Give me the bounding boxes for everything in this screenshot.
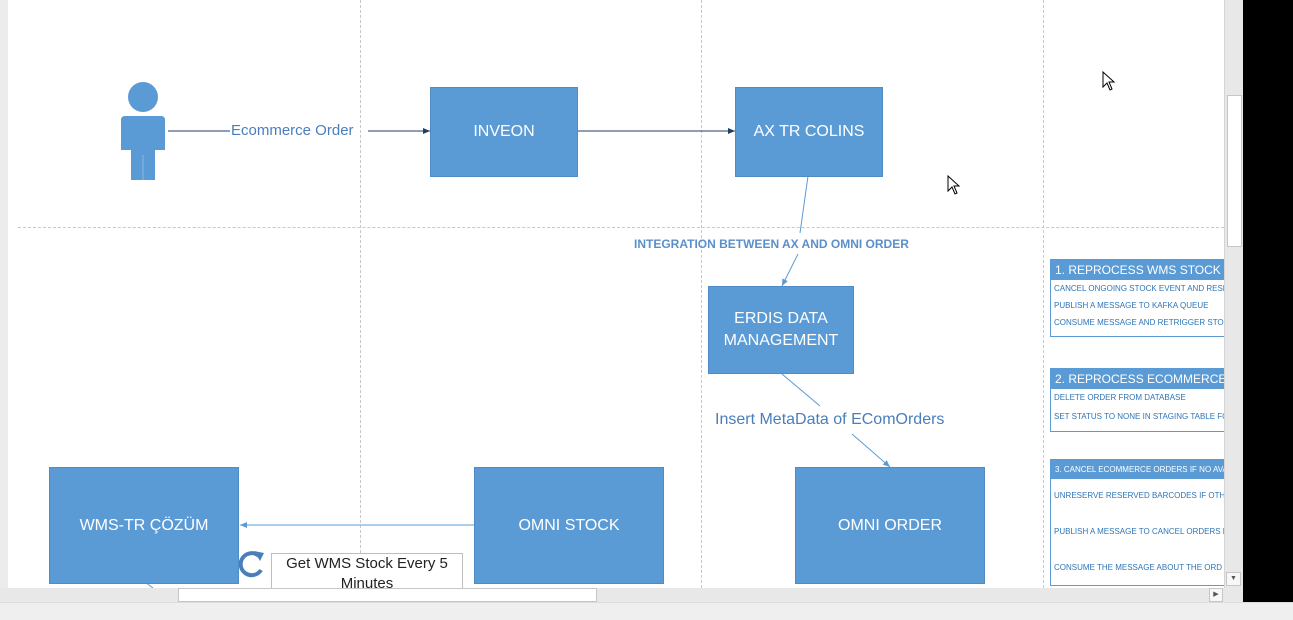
timer-note-line1: Get WMS Stock Every 5 xyxy=(286,555,448,572)
side-panel-reprocess-ecommerce[interactable]: 2. REPROCESS ECOMMERCE DELETE ORDER FROM… xyxy=(1050,368,1224,432)
edge-label-insert-metadata: Insert MetaData of EComOrders xyxy=(715,411,945,428)
side-panel-title: 2. REPROCESS ECOMMERCE xyxy=(1051,369,1224,389)
connectors-layer xyxy=(144,128,891,588)
node-omni-stock[interactable]: OMNI STOCK xyxy=(474,467,664,584)
lane-divider xyxy=(701,0,702,588)
person-icon xyxy=(121,82,165,180)
connector-ax-integration-a xyxy=(799,175,809,234)
node-omni-order[interactable]: OMNI ORDER xyxy=(795,467,985,584)
node-wms-tr-cozum[interactable]: WMS-TR ÇÖZÜM xyxy=(49,467,239,584)
connector-ax-integration-b xyxy=(781,253,799,287)
node-erdis-data-management[interactable]: ERDIS DATA MANAGEMENT xyxy=(708,286,854,374)
timer-note-line2: Minutes xyxy=(340,575,394,588)
scroll-right-arrow-icon[interactable]: ▶ xyxy=(1209,588,1223,602)
side-panel-item: CANCEL ONGOING STOCK EVENT AND RESE xyxy=(1054,284,1224,293)
node-ax-tr-colins[interactable]: AX TR COLINS xyxy=(735,87,883,177)
timer-note[interactable]: Get WMS Stock Every 5 Minutes xyxy=(271,553,463,588)
side-panel-item: CONSUME THE MESSAGE ABOUT THE ORD xyxy=(1054,563,1223,572)
edge-label-integration: INTEGRATION BETWEEN AX AND OMNI ORDER xyxy=(634,237,909,251)
vertical-scrollbar-thumb[interactable] xyxy=(1227,95,1242,247)
side-panel-cancel-ecommerce-orders[interactable]: 3. CANCEL ECOMMERCE ORDERS IF NO AVA UNR… xyxy=(1050,459,1224,586)
side-panel-item: DELETE ORDER FROM DATABASE xyxy=(1054,393,1186,402)
node-inveon[interactable]: INVEON xyxy=(430,87,578,177)
scroll-down-arrow-icon[interactable]: ▼ xyxy=(1226,572,1241,586)
mouse-cursor-icon xyxy=(947,175,961,195)
diagram-canvas[interactable]: Ecommerce Order INVEON AX TR COLINS INTE… xyxy=(8,0,1224,588)
side-panel-reprocess-wms-stock[interactable]: 1. REPROCESS WMS STOCK CANCEL ONGOING ST… xyxy=(1050,259,1224,337)
side-panel-title: 1. REPROCESS WMS STOCK xyxy=(1051,260,1224,280)
window-edge xyxy=(1243,0,1293,605)
vertical-scrollbar[interactable] xyxy=(1224,0,1243,588)
side-panel-item: CONSUME MESSAGE AND RETRIGGER STOC xyxy=(1054,318,1224,327)
connector-erdis-omni-b xyxy=(851,433,891,468)
lane-divider xyxy=(1043,0,1044,588)
horizontal-scrollbar-thumb[interactable] xyxy=(178,588,597,602)
lane-divider-horizontal xyxy=(18,227,1224,228)
side-panel-item: PUBLISH A MESSAGE TO CANCEL ORDERS N xyxy=(1054,527,1224,536)
side-panel-item: SET STATUS TO NONE IN STAGING TABLE FO xyxy=(1054,412,1224,421)
mouse-cursor-icon xyxy=(1102,71,1116,91)
connector-erdis-omni-a xyxy=(781,373,821,407)
status-bar xyxy=(0,602,1293,620)
edge-label-ecommerce-order: Ecommerce Order xyxy=(231,122,354,139)
lane-divider xyxy=(360,0,361,588)
refresh-icon xyxy=(239,551,264,578)
side-panel-item: UNRESERVE RESERVED BARCODES IF OTHE xyxy=(1054,491,1224,500)
side-panel-title: 3. CANCEL ECOMMERCE ORDERS IF NO AVA xyxy=(1051,460,1224,479)
side-panel-item: PUBLISH A MESSAGE TO KAFKA QUEUE xyxy=(1054,301,1209,310)
